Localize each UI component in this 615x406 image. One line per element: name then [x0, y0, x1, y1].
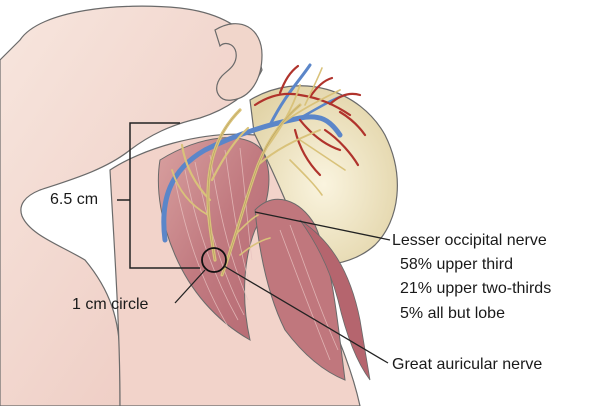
lesser-occipital-label: Lesser occipital nerve [392, 232, 547, 250]
lesser-stat-3: 5% all but lobe [400, 305, 505, 323]
great-auricular-label: Great auricular nerve [392, 356, 542, 374]
measure-label: 6.5 cm [50, 191, 98, 209]
lesser-stat-1: 58% upper third [400, 256, 513, 274]
circle-label: 1 cm circle [72, 296, 148, 314]
lesser-stat-2: 21% upper two-thirds [400, 280, 551, 298]
